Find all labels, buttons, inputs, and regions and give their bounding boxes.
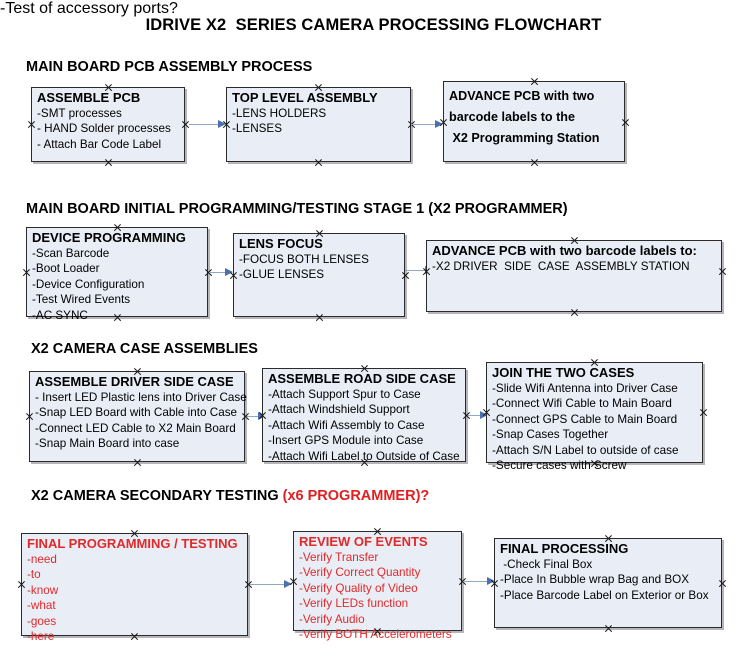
box-title: FINAL PROGRAMMING / TESTING	[27, 536, 238, 551]
box-line: -Attach Wifi Label to Outside of Case	[268, 449, 460, 463]
arrow-shaft	[250, 583, 285, 586]
box-line: -FOCUS BOTH LENSES	[239, 252, 369, 266]
page-title: IDRIVE X2 SERIES CAMERA PROCESSING FLOWC…	[145, 16, 602, 34]
box-line: X2 Programming Station	[449, 131, 600, 145]
box-line: -LENS HOLDERS	[232, 106, 327, 120]
arrow-shaft	[189, 123, 219, 126]
box-line: -Secure cases with Screw	[492, 459, 627, 472]
box-line: -here	[27, 630, 55, 643]
arrow-shaft	[411, 123, 436, 126]
box-join-the-two-cases[interactable]: JOIN THE TWO CASES -Slide Wifi Antenna i…	[486, 362, 703, 472]
box-line: -Slide Wifi Antenna into Driver Case	[492, 381, 678, 395]
arrow-head	[284, 580, 292, 588]
box-title: FINAL PROCESSING	[500, 541, 629, 556]
box-line: -Verify Correct Quantity	[299, 566, 421, 579]
box-final-programming-testing[interactable]: FINAL PROGRAMMING / TESTING -need -to -k…	[21, 533, 248, 643]
box-line: -LENSES	[232, 122, 283, 135]
box-device-programming[interactable]: DEVICE PROGRAMMING -Scan Barcode -Boot L…	[26, 227, 208, 322]
box-review-of-events[interactable]: REVIEW OF EVENTS -Verify Transfer -Verif…	[293, 531, 462, 641]
arrow-head	[218, 120, 226, 128]
section-heading-4-main: X2 CAMERA SECONDARY TESTING	[31, 488, 283, 504]
box-advance-pcb-2[interactable]: ADVANCE PCB with two barcode labels to: …	[426, 240, 722, 312]
box-advance-pcb-1[interactable]: ADVANCE PCB with two barcode labels to t…	[443, 81, 625, 162]
box-title: ADVANCE PCB with two	[449, 89, 595, 103]
box-line: -Place In Bubble wrap Bag and BOX	[500, 573, 690, 586]
box-line: -what	[27, 599, 56, 612]
connector-arrow	[463, 577, 495, 586]
box-line: - HAND Solder processes	[37, 122, 171, 135]
box-line: -Snap Main Board into case	[35, 437, 180, 450]
arrow-shaft	[468, 414, 481, 417]
box-line: -X2 DRIVER SIDE CASE ASSEMBLY STATION	[432, 259, 690, 273]
box-line: -Verify LEDs function	[299, 597, 409, 610]
box-title: REVIEW OF EVENTS	[299, 534, 428, 549]
box-line: -SMT processes	[37, 106, 122, 120]
box-lens-focus[interactable]: LENS FOCUS -FOCUS BOTH LENSES -GLUE LENS…	[233, 233, 405, 317]
box-assemble-road-side-case[interactable]: ASSEMBLE ROAD SIDE CASE -Attach Support …	[262, 368, 466, 463]
box-title: ASSEMBLE DRIVER SIDE CASE	[35, 374, 234, 389]
box-final-processing[interactable]: FINAL PROCESSING -Check Final Box -Place…	[494, 538, 722, 628]
box-overflow-line: -Test of accessory ports?	[0, 0, 178, 17]
arrow-shaft	[247, 415, 259, 418]
arrow-shaft	[209, 271, 226, 274]
arrow-head	[435, 120, 443, 128]
box-line: -to	[27, 568, 41, 581]
box-title: ASSEMBLE ROAD SIDE CASE	[268, 371, 456, 386]
section-heading-4: X2 CAMERA SECONDARY TESTING (x6 PROGRAMM…	[31, 488, 429, 504]
box-line: -Attach Support Spur to Case	[268, 387, 421, 401]
box-line: -Verify BOTH Accelerometers	[299, 628, 452, 641]
box-title: ADVANCE PCB with two barcode labels to:	[432, 243, 697, 258]
box-title: DEVICE PROGRAMMING	[32, 230, 186, 245]
section-heading-3: X2 CAMERA CASE ASSEMBLIES	[31, 341, 258, 357]
arrow-head	[225, 268, 233, 276]
connector-arrow	[468, 411, 488, 420]
connector-arrow	[209, 268, 233, 277]
box-line: -Connect Wifi Cable to Main Board	[492, 397, 672, 410]
box-line: -AC SYNC	[32, 308, 88, 322]
connector-arrow	[189, 120, 226, 129]
box-line: -Scan Barcode	[32, 246, 110, 260]
box-line: -Place Barcode Label on Exterior or Box	[500, 588, 709, 602]
box-line: - Insert LED Plastic lens into Driver Ca…	[35, 390, 247, 404]
box-line: -Verify Transfer	[299, 550, 379, 564]
section-heading-4-accent: (x6 PROGRAMMER)?	[282, 488, 430, 504]
box-assemble-pcb[interactable]: ASSEMBLE PCB -SMT processes - HAND Solde…	[31, 87, 185, 162]
box-line: - Attach Bar Code Label	[37, 137, 162, 151]
box-line: -need	[27, 552, 57, 566]
arrow-shaft	[405, 269, 426, 272]
section-heading-1: MAIN BOARD PCB ASSEMBLY PROCESS	[26, 59, 313, 75]
box-line: -Boot Loader	[32, 262, 100, 275]
arrow-shaft	[463, 580, 488, 583]
box-line: -Check Final Box	[500, 557, 593, 571]
box-line: -Device Configuration	[32, 277, 145, 291]
connector-arrow	[411, 120, 443, 129]
box-line: -Snap LED Board with Cable into Case	[35, 406, 238, 419]
box-line: -GLUE LENSES	[239, 268, 325, 281]
box-line: -know	[27, 583, 59, 597]
connector-arrow	[250, 580, 292, 589]
box-line: -Verify Audio	[299, 612, 365, 626]
box-line: -Attach Windshield Support	[268, 403, 410, 416]
box-title: ASSEMBLE PCB	[37, 90, 141, 105]
box-line: -Attach Wifi Assembly to Case	[268, 418, 425, 432]
box-line: barcode labels to the	[449, 110, 575, 124]
box-top-level-assembly[interactable]: TOP LEVEL ASSEMBLY -LENS HOLDERS -LENSES	[226, 87, 411, 162]
box-line: -Connect LED Cable to X2 Main Board	[35, 421, 236, 435]
section-heading-2: MAIN BOARD INITIAL PROGRAMMING/TESTING S…	[26, 201, 568, 217]
box-line: -Attach S/N Label to outside of case	[492, 443, 679, 457]
box-title: LENS FOCUS	[239, 236, 323, 251]
box-line: -goes	[27, 614, 57, 628]
box-assemble-driver-side-case[interactable]: ASSEMBLE DRIVER SIDE CASE - Insert LED P…	[29, 371, 247, 462]
box-title: JOIN THE TWO CASES	[492, 365, 635, 380]
box-line: -Snap Cases Together	[492, 428, 609, 441]
box-title: TOP LEVEL ASSEMBLY	[232, 90, 378, 105]
box-line: -Insert GPS Module into Case	[268, 434, 424, 447]
box-line: -Test Wired Events	[32, 293, 131, 306]
box-line: -Connect GPS Cable to Main Board	[492, 412, 678, 426]
box-line: -Verify Quality of Video	[299, 581, 418, 595]
